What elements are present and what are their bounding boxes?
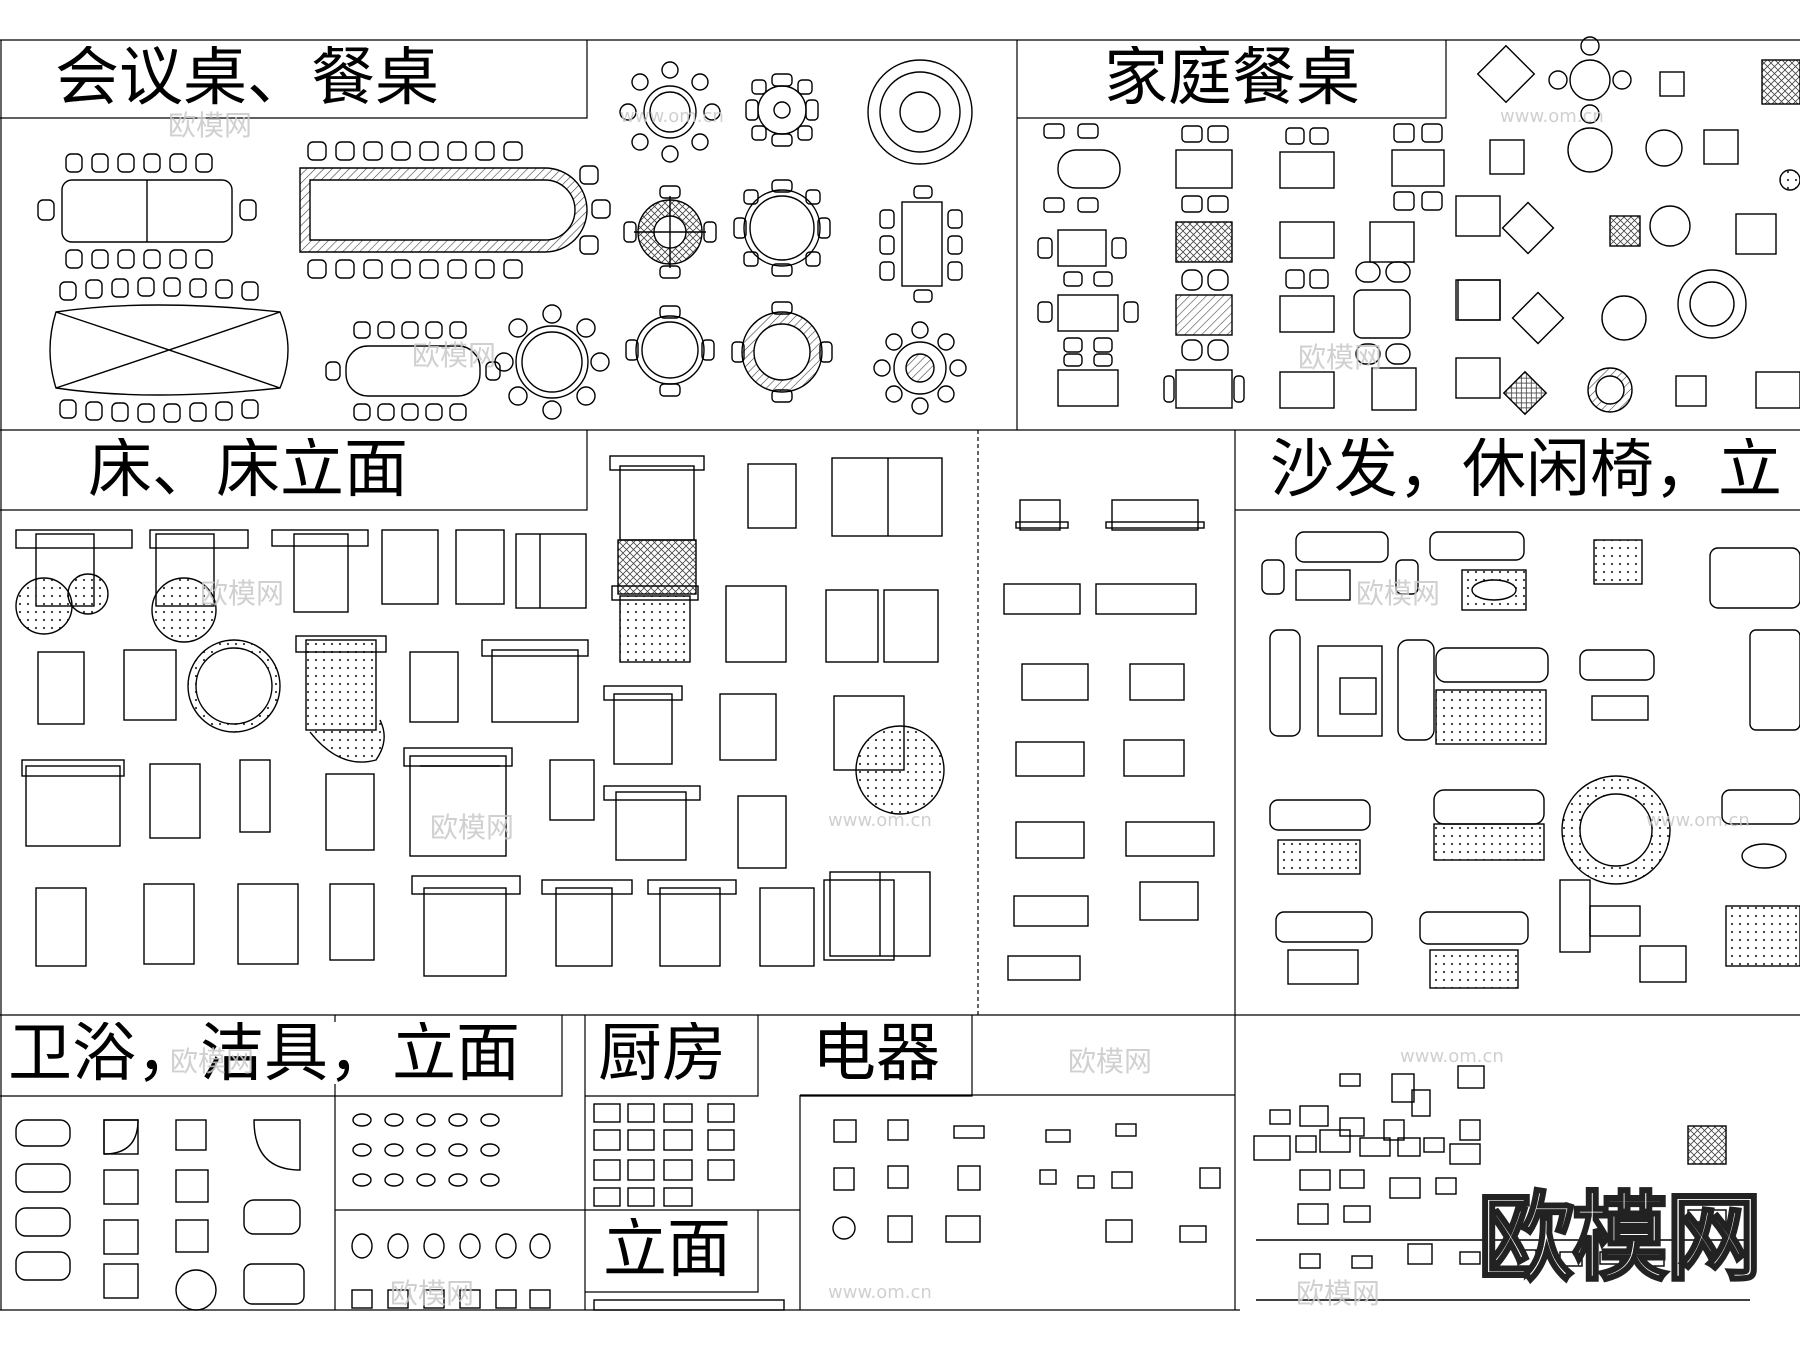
watermark-url: www.om.cn — [1500, 106, 1604, 127]
section-title-bath: 卫浴，洁具，立面 — [8, 1022, 528, 1084]
bed-blocks — [15, 455, 1215, 981]
conference-chairs-top — [37, 153, 257, 269]
watermark-url: www.om.cn — [1646, 810, 1750, 831]
section-title-kitchen: 厨房 — [598, 1022, 740, 1084]
bed-row-3 — [21, 747, 595, 857]
watermark-brand: 欧模网 — [1296, 1277, 1381, 1310]
meeting-table-chairs — [325, 321, 501, 421]
family-dining-blocks — [1037, 36, 1800, 416]
bed-elevations — [1003, 499, 1215, 981]
conference-table-blocks — [37, 59, 973, 423]
elevation-decor-blocks — [1253, 1065, 1750, 1301]
toilet-grid — [351, 1233, 551, 1309]
bed-row-2 — [37, 635, 589, 763]
sofa-blocks — [1261, 531, 1800, 989]
watermark-brand: 欧模网 — [170, 1045, 255, 1078]
section-title-sofa: 沙发，休闲椅，立 — [1270, 438, 1800, 500]
watermark-brand: 欧模网 — [168, 109, 253, 142]
watermark-url: www.om.cn — [828, 810, 932, 831]
watermark-brand: 欧模网 — [1356, 577, 1441, 610]
brand-logo: 欧模网 — [1477, 1181, 1764, 1296]
section-title-appliance: 电器 — [812, 1022, 954, 1084]
family-dining-chairs — [1037, 123, 1443, 403]
bed-col-right — [603, 455, 945, 957]
kitchen-blocks — [593, 1103, 785, 1311]
bed-row-1 — [15, 529, 587, 643]
watermark-brand: 欧模网 — [412, 339, 497, 372]
round-table-chairs — [494, 304, 610, 420]
section-title-elevation: 立面 — [603, 1218, 745, 1280]
watermark-brand: 欧模网 — [1298, 341, 1383, 374]
bath-blocks — [15, 1113, 551, 1311]
watermark-brand: 欧模网 — [390, 1277, 475, 1310]
basin-grid — [352, 1113, 500, 1187]
watermark-brand: 欧模网 — [200, 577, 285, 610]
conference-chairs-u — [307, 141, 611, 279]
section-title-conference: 会议桌、餐桌 — [55, 46, 505, 108]
watermark-url: www.om.cn — [620, 106, 724, 127]
round-tables-grid — [619, 59, 973, 415]
section-title-family-dining: 家庭餐桌 — [1104, 46, 1404, 108]
appliance-blocks — [832, 1119, 1221, 1243]
section-title-bed: 床、床立面 — [88, 438, 448, 500]
watermark-brand: 欧模网 — [1068, 1045, 1153, 1078]
watermark-url: www.om.cn — [828, 1282, 932, 1303]
watermark-url: www.om.cn — [1400, 1046, 1504, 1067]
family-dining-right-grid — [1457, 36, 1800, 416]
watermark-brand: 欧模网 — [430, 811, 515, 844]
bed-row-4 — [35, 875, 895, 977]
oval-table-chairs — [59, 277, 259, 423]
